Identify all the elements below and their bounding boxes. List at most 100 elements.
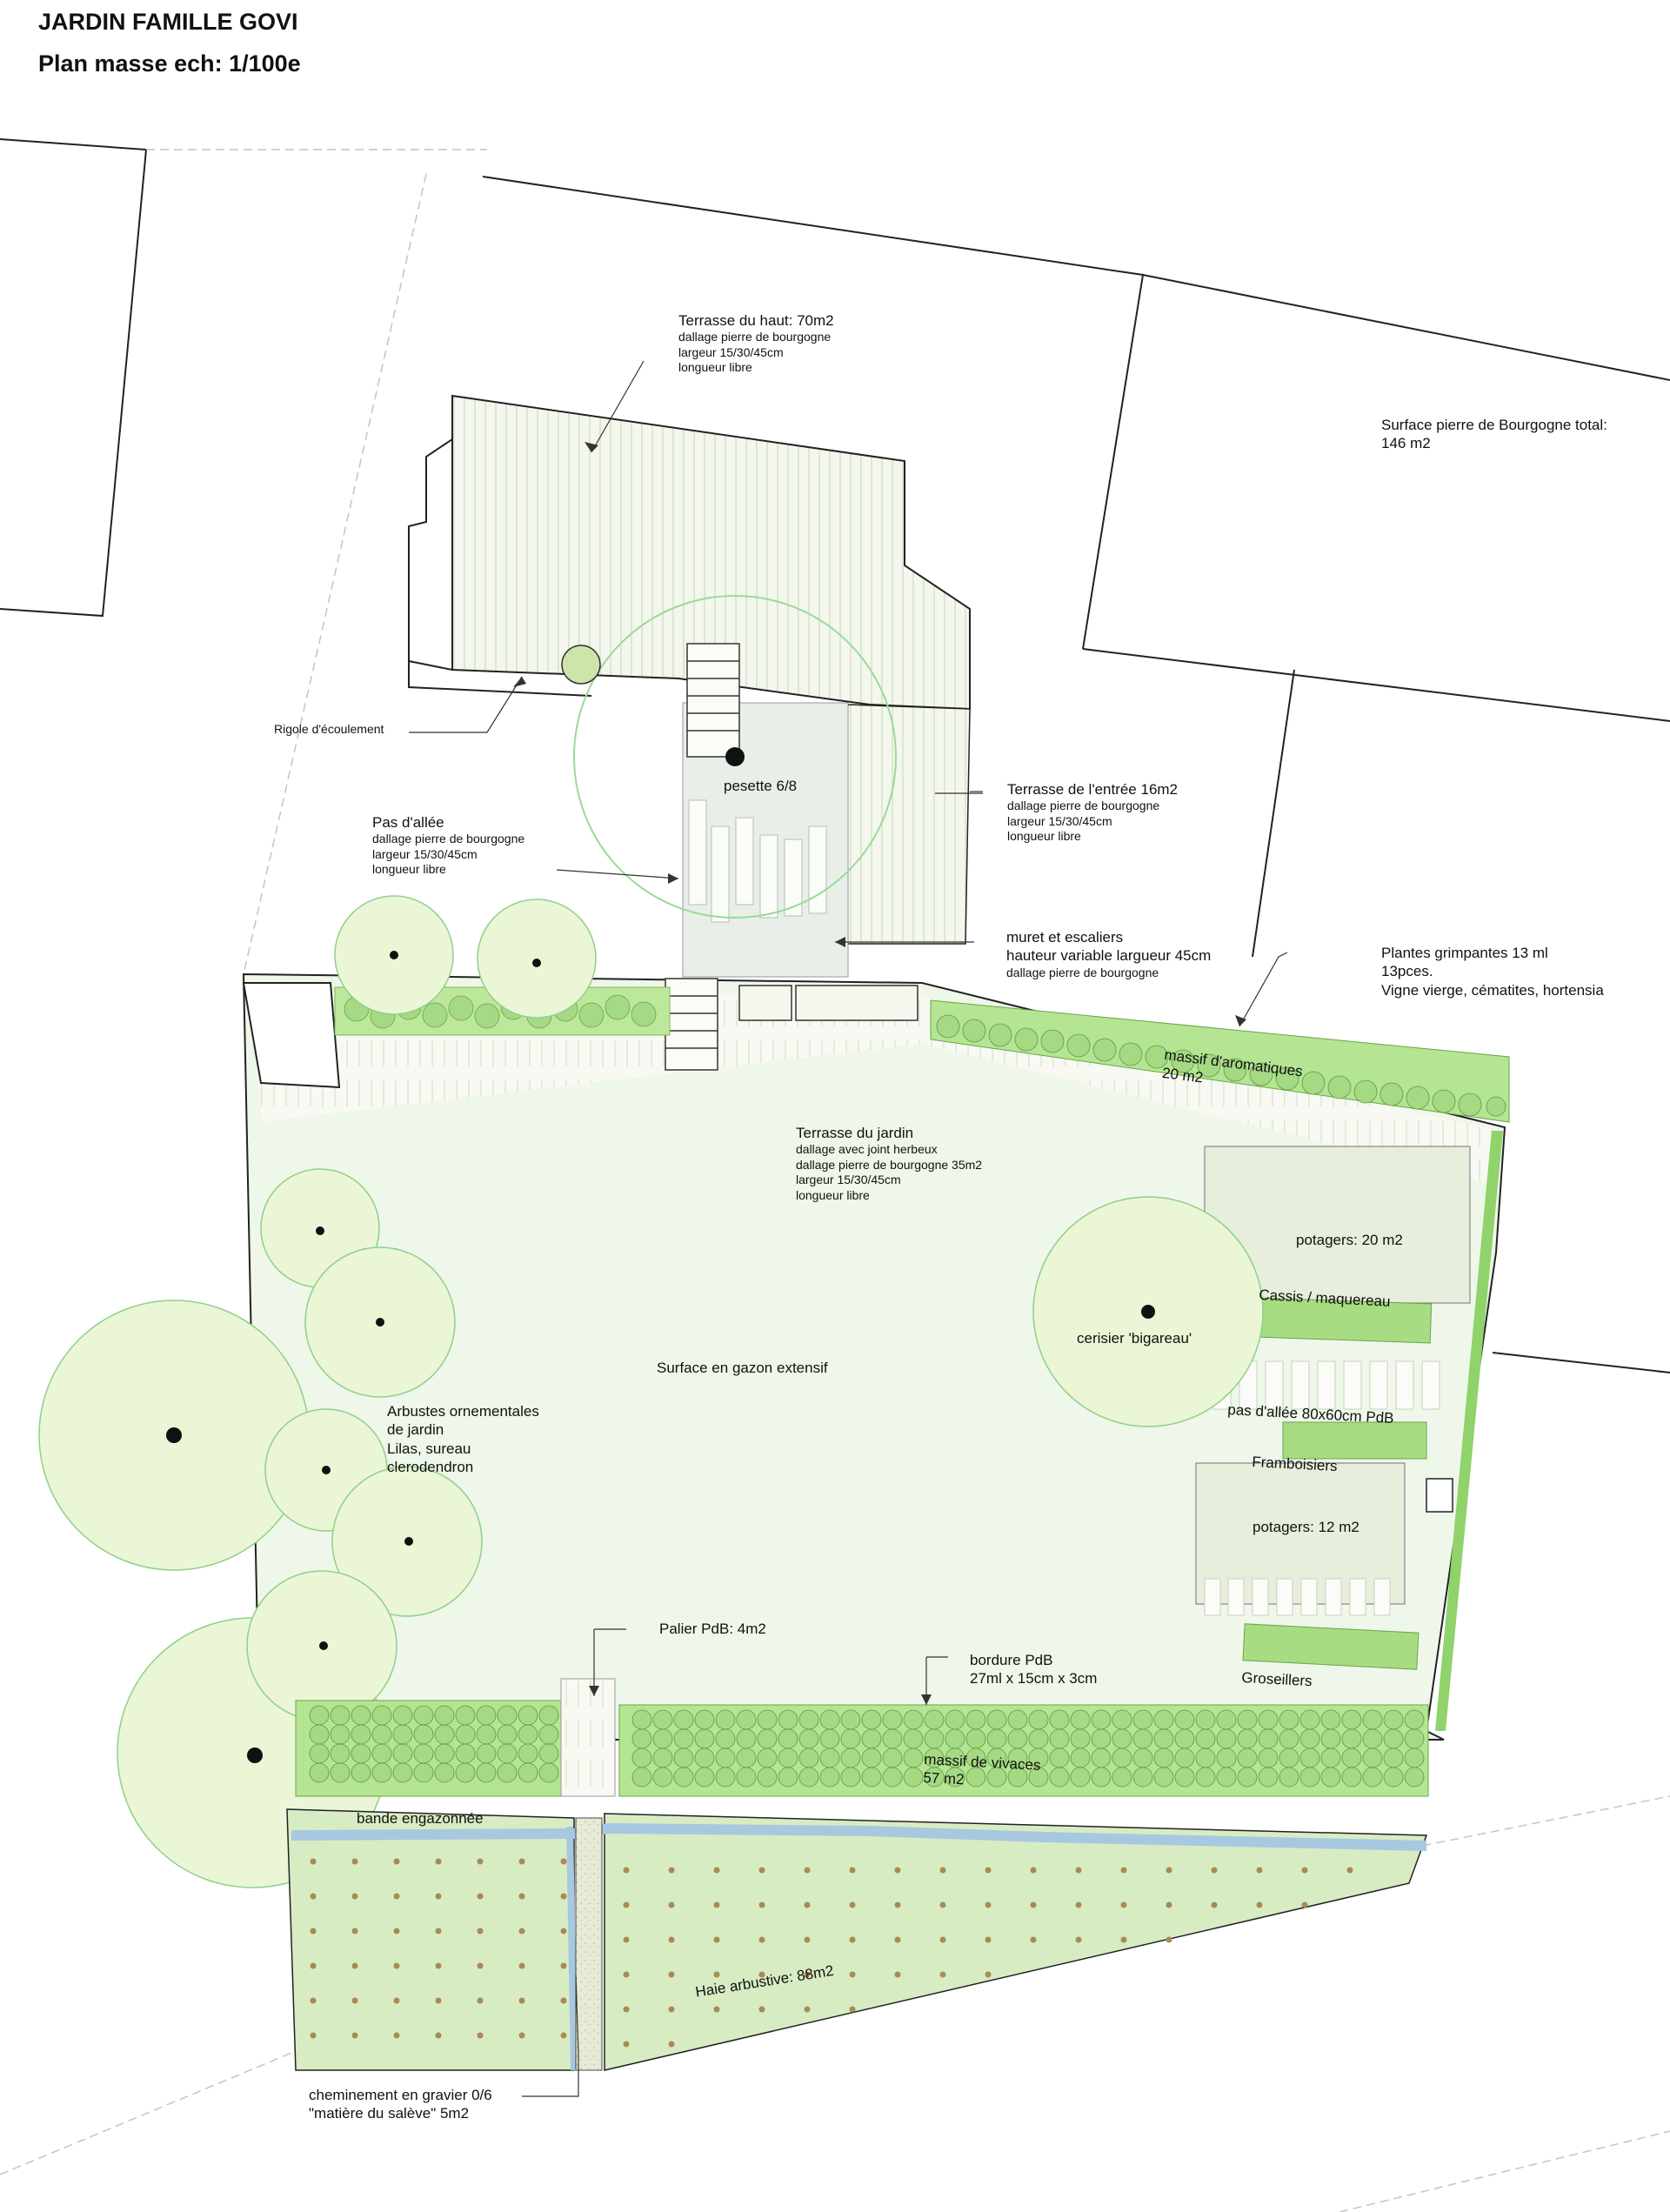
perennial-shrub xyxy=(903,1767,924,1788)
hedge-shrub xyxy=(1075,1867,1082,1874)
perennial-shrub xyxy=(518,1762,538,1783)
perennial-shrub xyxy=(351,1724,371,1745)
perennial-shrub xyxy=(652,1748,673,1768)
perennial-shrub xyxy=(1237,1767,1258,1788)
hedge-shrub xyxy=(560,1858,567,1865)
perennial-shrub xyxy=(1383,1709,1404,1730)
perennial-shrub xyxy=(1070,1728,1091,1749)
perennial-shrub xyxy=(652,1728,673,1749)
perennial-shrub xyxy=(631,1767,652,1788)
hedge-shrub xyxy=(623,1901,630,1908)
perennial-shrub xyxy=(903,1709,924,1730)
hedge-shrub xyxy=(623,1936,630,1943)
perennial-shrub xyxy=(1153,1728,1174,1749)
hedge-shrub xyxy=(849,1971,856,1978)
perennial-shrub xyxy=(924,1767,945,1788)
hedge-shrub xyxy=(560,1962,567,1969)
hedge-shrub xyxy=(351,1893,358,1900)
hedge-shrub xyxy=(1120,1936,1127,1943)
perennial-shrub xyxy=(882,1767,903,1788)
perennial-shrub xyxy=(1028,1709,1049,1730)
hedge-shrub xyxy=(310,1858,317,1865)
perennial-shrub xyxy=(1362,1748,1383,1768)
perennial-shrub xyxy=(924,1709,945,1730)
perennial-shrub xyxy=(1049,1767,1070,1788)
hedge-shrub xyxy=(393,1928,400,1935)
hedge-shrub xyxy=(985,1971,992,1978)
perennial-shrub xyxy=(715,1767,736,1788)
hedge-shrub xyxy=(804,1901,811,1908)
hedge-shrub xyxy=(477,1997,484,2004)
perennial-shrub xyxy=(1070,1767,1091,1788)
perennial-shrub xyxy=(1028,1728,1049,1749)
hedge-shrub xyxy=(758,1901,765,1908)
perennial-shrub xyxy=(518,1705,538,1726)
drawing-scale: Plan masse ech: 1/100e xyxy=(38,50,301,77)
perennial-shrub xyxy=(1091,1709,1112,1730)
hedge-shrub xyxy=(985,1936,992,1943)
perennial-shrub xyxy=(861,1709,882,1730)
perennial-shrub xyxy=(736,1767,757,1788)
perennial-shrub xyxy=(330,1724,351,1745)
perennial-shrub xyxy=(309,1705,330,1726)
perennial-shrub xyxy=(673,1767,694,1788)
hedge-shrub xyxy=(1256,1901,1263,1908)
hedge-shrub xyxy=(351,2032,358,2039)
hedge-shrub xyxy=(1346,1867,1353,1874)
perennial-shrub xyxy=(694,1709,715,1730)
perennial-shrub xyxy=(903,1748,924,1768)
perennial-shrub xyxy=(476,1724,497,1745)
perennial-shrub xyxy=(392,1743,413,1764)
hedge-shrub xyxy=(518,1997,525,2004)
hedge-shrub xyxy=(310,1997,317,2004)
hedge-shrub xyxy=(435,1858,442,1865)
perennial-shrub xyxy=(1174,1767,1195,1788)
hedge-shrub xyxy=(393,1997,400,2004)
hedge-shrub xyxy=(623,2041,630,2048)
hedge-shrub xyxy=(518,1858,525,1865)
path-step-stones xyxy=(1204,1360,1440,1616)
label-pas-allee: Pas d'allée dallage pierre de bourgogne … xyxy=(372,814,525,877)
label-potagers-20: potagers: 20 m2 xyxy=(1296,1232,1403,1248)
hedge-shrub xyxy=(477,1962,484,1969)
wall-planters xyxy=(738,985,918,1021)
perennial-shrub xyxy=(1174,1709,1195,1730)
perennial-shrub xyxy=(798,1728,819,1749)
aromatic-shrubs xyxy=(936,1014,1506,1117)
leader-lines xyxy=(409,360,1288,2097)
hedge-shrub xyxy=(668,1867,675,1874)
hedge-shrub xyxy=(1211,1901,1218,1908)
label-potagers-12: potagers: 12 m2 xyxy=(1252,1519,1359,1535)
hedge-shrub xyxy=(1301,1867,1308,1874)
leader-arrows xyxy=(513,442,1246,1705)
perennial-shrub xyxy=(736,1748,757,1768)
perennial-shrub xyxy=(1362,1767,1383,1788)
perennial-shrub xyxy=(1383,1728,1404,1749)
hedge-shrub xyxy=(668,1901,675,1908)
perennial-shrub xyxy=(1195,1728,1216,1749)
hedge-shrub xyxy=(1120,1901,1127,1908)
hedge-shrub xyxy=(1301,1901,1308,1908)
hedge-shrub xyxy=(1256,1867,1263,1874)
perennial-shrub xyxy=(1007,1709,1028,1730)
perennial-shrub xyxy=(434,1705,455,1726)
hedge-shrub xyxy=(560,1997,567,2004)
label-palier: Palier PdB: 4m2 xyxy=(659,1621,766,1637)
hedge-shrub xyxy=(310,2032,317,2039)
perennial-shrub xyxy=(631,1709,652,1730)
perennial-shrub xyxy=(1112,1767,1132,1788)
garden-wall-left xyxy=(242,982,341,1089)
perennial-shrub xyxy=(1299,1767,1320,1788)
perennial-shrub xyxy=(1404,1748,1425,1768)
drawing-title: JARDIN FAMILLE GOVI xyxy=(38,9,298,35)
perennial-shrub xyxy=(538,1724,559,1745)
perennial-shrub xyxy=(1070,1709,1091,1730)
perennial-shrub xyxy=(1049,1748,1070,1768)
perennial-shrub xyxy=(1091,1728,1112,1749)
hedge-shrub xyxy=(351,1928,358,1935)
perennial-shrub xyxy=(434,1762,455,1783)
perennial-shrub xyxy=(413,1743,434,1764)
hedge-shrub xyxy=(560,2032,567,2039)
perennial-shrub xyxy=(1362,1709,1383,1730)
label-cheminement: cheminement en gravier 0/6 "matière du s… xyxy=(309,2087,492,2122)
